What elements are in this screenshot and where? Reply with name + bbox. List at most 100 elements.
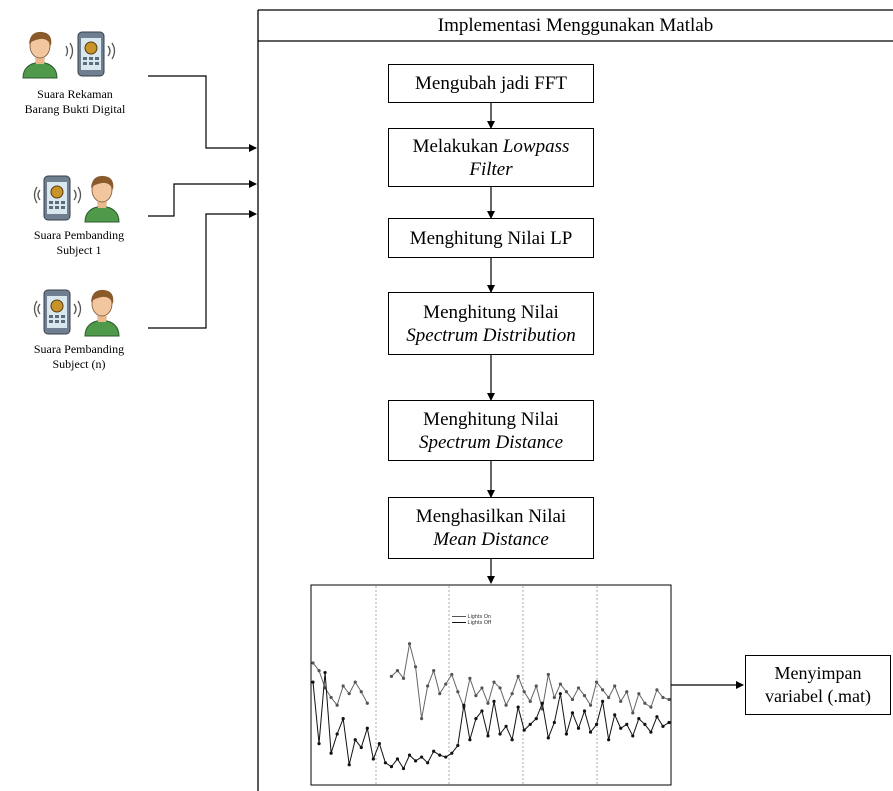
data-point	[365, 701, 369, 705]
sound-wave-icon	[65, 42, 74, 60]
data-point	[323, 670, 327, 675]
data-point	[558, 692, 562, 696]
step-mean-distance: Menghasilkan Nilai Mean Distance	[388, 497, 594, 559]
data-point	[631, 711, 635, 715]
data-point	[468, 676, 472, 680]
data-point	[456, 743, 460, 748]
data-point	[432, 749, 436, 753]
data-point	[486, 734, 490, 738]
data-point	[516, 705, 520, 709]
data-point	[377, 742, 381, 746]
data-point	[667, 720, 671, 725]
data-point	[450, 751, 454, 755]
data-point	[625, 690, 629, 694]
data-point	[498, 686, 502, 690]
data-point	[534, 717, 538, 721]
data-point	[389, 765, 394, 769]
data-point	[383, 761, 388, 765]
data-point	[594, 680, 599, 684]
data-point	[407, 753, 412, 757]
frame-title: Implementasi Menggunakan Matlab	[437, 14, 714, 36]
data-point	[347, 763, 351, 767]
data-point	[420, 717, 424, 721]
data-point	[528, 722, 532, 727]
data-point	[637, 717, 641, 721]
data-point	[371, 757, 375, 761]
data-point	[570, 697, 575, 702]
data-point	[401, 676, 406, 680]
sound-wave-icon	[73, 186, 82, 204]
data-point	[498, 732, 502, 736]
data-point	[335, 703, 339, 707]
data-point	[552, 720, 556, 725]
source-3-icon	[33, 289, 120, 337]
chart-frame	[310, 584, 672, 786]
data-point	[564, 732, 569, 736]
data-point	[413, 665, 418, 669]
step-spectrum-distribution: Menghitung Nilai Spectrum Distribution	[388, 292, 594, 355]
data-point	[341, 717, 345, 721]
data-point	[607, 738, 611, 742]
data-point	[438, 753, 442, 757]
data-point	[643, 722, 647, 727]
sound-wave-icon	[73, 300, 82, 318]
data-point	[341, 684, 345, 688]
flow-arrows	[487, 103, 744, 689]
data-point	[468, 738, 472, 742]
data-point	[401, 766, 406, 771]
data-point	[432, 669, 436, 673]
data-point	[534, 684, 538, 688]
data-point	[474, 717, 478, 721]
data-point	[335, 732, 339, 736]
phone-icon	[43, 289, 71, 335]
data-point	[474, 694, 478, 698]
data-point	[317, 669, 321, 673]
data-point	[353, 680, 357, 684]
person-icon	[22, 31, 58, 79]
data-point	[625, 722, 629, 727]
data-point	[613, 684, 617, 688]
data-point	[643, 701, 647, 705]
connector-source-1	[148, 75, 257, 152]
source-1-icon	[22, 31, 116, 79]
data-point	[570, 711, 575, 715]
data-point	[564, 690, 569, 694]
step-lowpass-filter: Melakukan Lowpass Filter	[388, 128, 594, 187]
output-save-variable: Menyimpan variabel (.mat)	[745, 655, 891, 715]
spectrum-chart	[310, 584, 672, 786]
data-point	[552, 695, 556, 700]
source-connectors	[148, 75, 257, 329]
source-2-icon	[33, 175, 120, 223]
data-point	[582, 694, 587, 698]
data-point	[329, 695, 333, 700]
data-point	[528, 699, 532, 703]
data-point	[510, 692, 514, 696]
data-point	[444, 682, 448, 686]
phone-icon	[43, 175, 71, 221]
matlab-frame	[257, 9, 893, 791]
connector-source-2	[148, 180, 257, 217]
data-point	[546, 736, 550, 740]
data-point	[667, 697, 671, 702]
data-point	[661, 724, 665, 728]
data-point	[516, 674, 520, 679]
step-fft: Mengubah jadi FFT	[388, 64, 594, 103]
data-point	[637, 692, 641, 696]
data-point	[522, 728, 526, 732]
data-point	[353, 738, 357, 742]
data-point	[420, 755, 424, 759]
data-point	[522, 690, 526, 694]
data-point	[407, 642, 412, 646]
legend-item-lights-on: Lights On	[452, 614, 491, 620]
data-point	[558, 682, 562, 686]
data-point	[649, 730, 653, 734]
phone-icon	[77, 31, 105, 77]
step-spectrum-distance: Menghitung Nilai Spectrum Distance	[388, 400, 594, 461]
data-point	[311, 680, 315, 684]
legend-item-lights-off: Lights Off	[452, 620, 491, 626]
data-point	[576, 726, 581, 730]
data-point	[450, 672, 454, 677]
series-line-lights-on	[312, 662, 368, 707]
data-point	[444, 755, 448, 759]
